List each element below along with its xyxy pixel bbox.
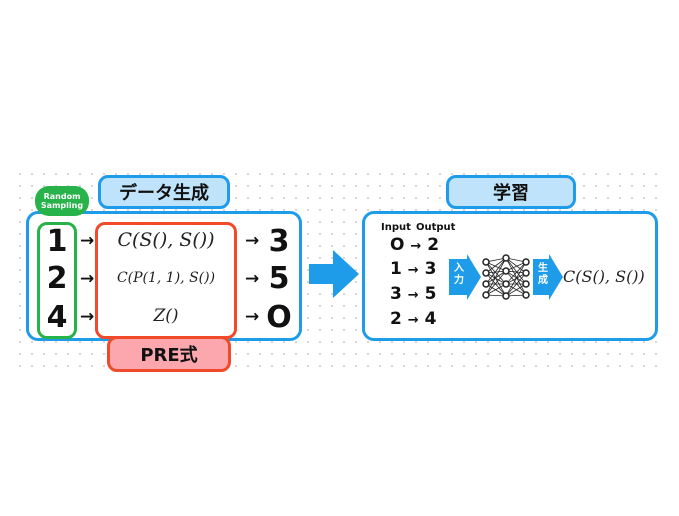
random-sampling-badge: Random Sampling xyxy=(35,186,89,216)
formula: C(S(), S()) xyxy=(117,229,215,251)
data-generation-panel xyxy=(26,211,302,341)
right-arrow-icon xyxy=(309,250,359,298)
arrow: → xyxy=(407,313,419,328)
generate-label: 生 成 xyxy=(536,263,550,287)
formula: Z() xyxy=(153,306,179,326)
sampling-label: Sampling xyxy=(40,201,84,210)
data-generation-tag: データ生成 xyxy=(98,175,230,209)
random-sampling-box xyxy=(37,222,77,339)
arrow: → xyxy=(80,307,95,327)
pair-output: 5 xyxy=(424,284,437,304)
input-arrow-icon xyxy=(449,254,481,300)
input-label: 入 力 xyxy=(452,263,466,287)
input-header: Input xyxy=(381,222,411,233)
pair-input: 3 xyxy=(390,284,402,304)
arrow: → xyxy=(80,231,95,251)
pair-input: O xyxy=(390,235,405,255)
io-pair: 1 → 3 xyxy=(390,259,436,279)
generate-label-char: 成 xyxy=(538,275,548,286)
arrow: → xyxy=(245,231,260,251)
arrow: → xyxy=(245,269,260,289)
generate-label-char: 生 xyxy=(538,263,548,274)
generated-formula: C(S(), S()) xyxy=(563,267,645,286)
output-value: 5 xyxy=(268,261,290,296)
formula: C(P(1, 1), S()) xyxy=(116,270,216,286)
pair-input: 2 xyxy=(390,309,402,329)
input-value: 1 xyxy=(46,224,68,259)
arrow: → xyxy=(407,288,419,303)
input-value: 2 xyxy=(46,261,68,296)
pair-output: 3 xyxy=(424,259,437,279)
pair-output: 2 xyxy=(427,235,440,255)
arrow: → xyxy=(407,263,419,278)
output-header: Output xyxy=(416,222,456,233)
output-value: 3 xyxy=(268,224,290,259)
io-pair: 2 → 4 xyxy=(390,309,436,329)
pair-input: 1 xyxy=(390,259,402,279)
pre-expression-tag: PRE式 xyxy=(107,336,231,372)
arrow: → xyxy=(245,307,260,327)
arrow: → xyxy=(410,239,422,254)
generate-arrow-icon xyxy=(533,254,563,300)
pair-output: 4 xyxy=(424,309,437,329)
output-value: O xyxy=(266,300,292,335)
io-pair: O → 2 xyxy=(390,235,439,255)
input-label-char: 入 xyxy=(454,263,464,274)
random-label: Random xyxy=(43,192,81,201)
arrow: → xyxy=(80,269,95,289)
input-value: 4 xyxy=(46,300,68,335)
io-pair: 3 → 5 xyxy=(390,284,436,304)
neural-network-icon xyxy=(482,254,530,300)
input-label-char: 力 xyxy=(454,275,464,286)
learning-tag: 学習 xyxy=(446,175,576,209)
